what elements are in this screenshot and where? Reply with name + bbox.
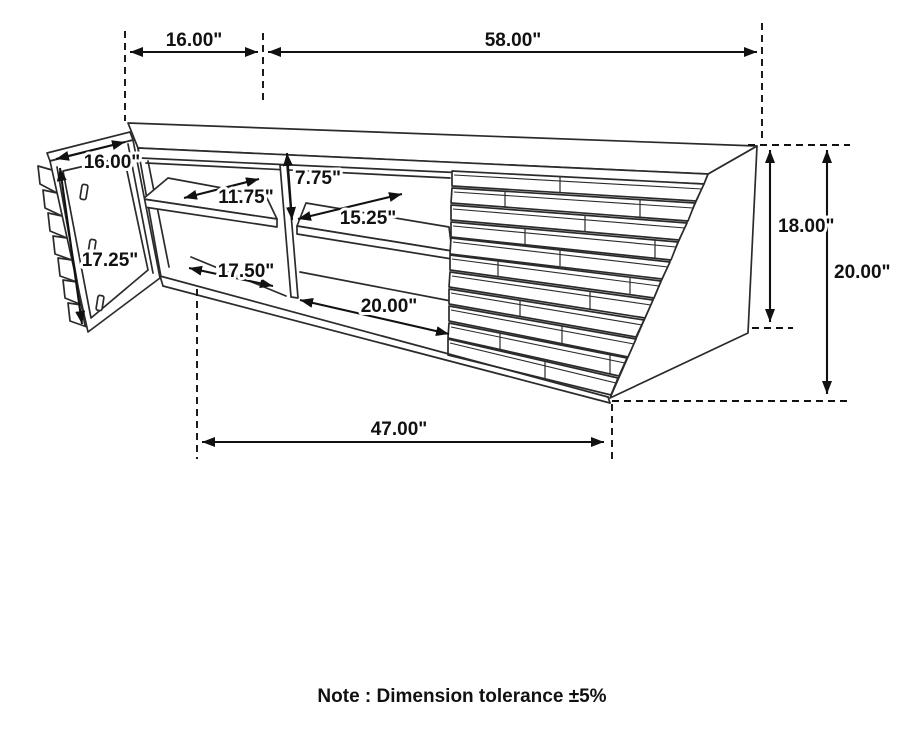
extension-lines [124, 23, 851, 461]
dim-label-lower-right: 20.00" [361, 296, 418, 317]
door-hinge-edge [127, 143, 154, 274]
bottom-plinth [159, 275, 611, 404]
dim-label-left-shelf-depth: 11.75" [218, 187, 274, 208]
dimension-labels: 16.00" 58.00" 16.00" 17.25" 11.75" 7.75"… [79, 27, 894, 443]
dim-upper-compartment-arrow [282, 152, 297, 221]
cabinet-body [127, 122, 758, 399]
dim-label-upper-compartment: 7.75" [295, 168, 341, 189]
dim-lower-left-arrow [188, 265, 274, 289]
dim-label-door-height: 17.25" [82, 250, 139, 271]
dim-door-height-arrow [56, 167, 86, 325]
left-wall-edges [137, 148, 451, 278]
dim-label-side-height: 18.00" [778, 216, 835, 237]
dim-label-top-section-width: 16.00" [166, 30, 223, 51]
slat-bevel-lines [449, 174, 703, 384]
dim-lower-right-arrow [299, 298, 450, 336]
cabinet-interior [142, 164, 453, 302]
dim-label-middle-shelf: 15.25" [340, 208, 397, 229]
slat-seams [497, 177, 656, 378]
dim-label-overall-height: 20.00" [834, 262, 891, 283]
dimension-arrows [55, 47, 832, 447]
dim-door-width-arrow [55, 140, 126, 161]
dim-left-shelf-depth-arrow [183, 177, 260, 200]
dim-label-top-main-width: 58.00" [485, 30, 542, 51]
dim-label-lower-left: 17.50" [218, 261, 275, 282]
dim-middle-shelf-arrow [297, 192, 403, 221]
slat-front-panel [447, 170, 705, 396]
dim-label-bottom-width: 47.00" [371, 419, 428, 440]
tolerance-note: Note : Dimension tolerance ±5% [317, 686, 606, 707]
dim-label-door-width: 16.00" [84, 152, 141, 173]
